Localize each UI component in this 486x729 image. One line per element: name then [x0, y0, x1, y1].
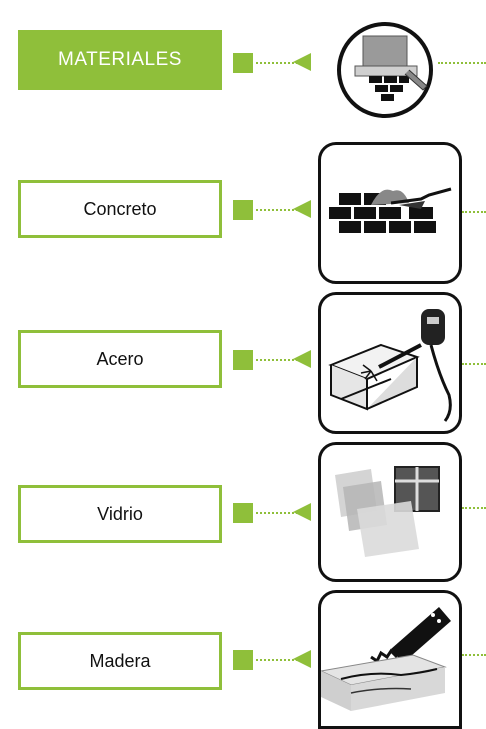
output-dots — [462, 363, 486, 365]
connector-dots — [256, 359, 298, 361]
connector-dots — [256, 209, 298, 211]
acero-card — [318, 292, 462, 434]
output-dots — [438, 62, 486, 64]
connector-dots — [256, 659, 298, 661]
connector-arrow — [293, 503, 311, 521]
connector-square — [233, 200, 253, 220]
acero-box: Acero — [18, 330, 222, 388]
connector-arrow — [293, 200, 311, 218]
madera-box: Madera — [18, 632, 222, 690]
concreto-box: Concreto — [18, 180, 222, 238]
vidrio-card — [318, 442, 462, 582]
connector-dots — [256, 62, 298, 64]
vidrio-label: Vidrio — [97, 503, 143, 524]
madera-card — [318, 590, 462, 729]
connector-arrow — [293, 650, 311, 668]
welding-steel-icon — [328, 309, 452, 422]
connector-square — [233, 503, 253, 523]
acero-label: Acero — [96, 348, 144, 369]
connector-arrow — [293, 350, 311, 368]
output-dots — [462, 211, 486, 213]
connector-dots — [256, 512, 298, 514]
madera-label: Madera — [89, 650, 151, 671]
wood-saw-icon — [321, 607, 451, 711]
connector-arrow — [293, 53, 311, 71]
materials-icon — [335, 20, 435, 120]
concreto-label: Concreto — [83, 198, 157, 219]
output-dots — [462, 654, 486, 656]
glass-panes-icon — [335, 466, 440, 557]
brick-trowel-icon — [329, 187, 452, 233]
vidrio-box: Vidrio — [18, 485, 222, 543]
connector-square — [233, 53, 253, 73]
materiales-label: MATERIALES — [58, 49, 182, 70]
concreto-card — [318, 142, 462, 284]
materiales-header: MATERIALES — [18, 30, 222, 90]
connector-square — [233, 350, 253, 370]
connector-square — [233, 650, 253, 670]
output-dots — [462, 507, 486, 509]
